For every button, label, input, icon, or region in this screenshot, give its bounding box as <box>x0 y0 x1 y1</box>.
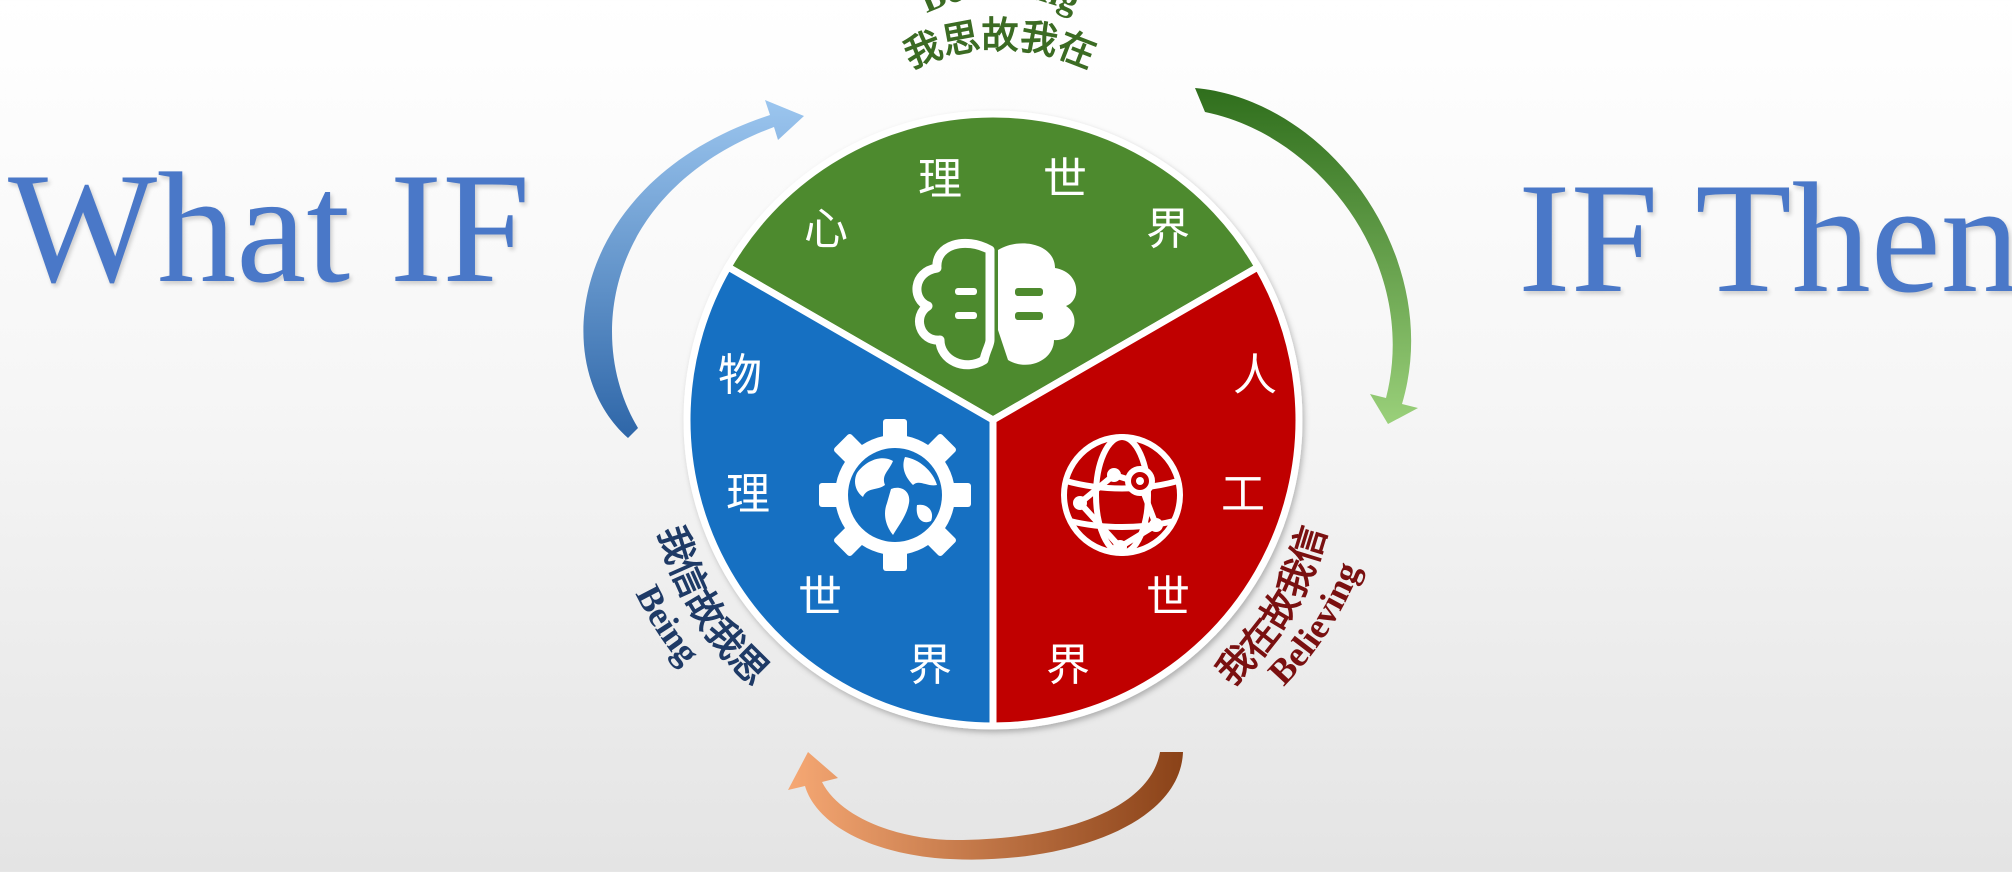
globe-gear-icon <box>819 419 971 571</box>
brain-icon <box>912 238 1077 370</box>
physical-char-3: 世 <box>798 572 842 623</box>
physical-char-2: 理 <box>726 469 770 520</box>
physical-world-label: 物 理 世 界 <box>718 350 952 691</box>
what-if-heading: What IF <box>8 141 531 316</box>
if-then-heading: IF Then <box>1518 151 2012 326</box>
network-globe-icon <box>1061 434 1183 556</box>
blue-cycle-arrow <box>583 100 804 438</box>
artificial-char-3: 世 <box>1146 572 1190 623</box>
artificial-char-2: 工 <box>1221 469 1265 520</box>
orange-cycle-arrow <box>788 752 1183 860</box>
green-cycle-arrow <box>1195 88 1418 424</box>
physical-char-4: 界 <box>908 640 952 691</box>
mental-char-4: 界 <box>1146 204 1190 255</box>
artificial-world-label: 人 工 世 界 <box>1046 350 1277 691</box>
artificial-char-4: 界 <box>1046 640 1090 691</box>
mental-char-2: 理 <box>918 154 962 205</box>
mental-char-3: 世 <box>1043 154 1087 205</box>
artificial-char-1: 人 <box>1233 350 1277 401</box>
physical-char-1: 物 <box>718 350 762 401</box>
becoming-label: Becoming 我思故我在 <box>898 0 1102 77</box>
becoming-zh: 我思故我在 <box>898 14 1102 77</box>
mental-char-1: 心 <box>804 204 848 255</box>
mental-world-label: 心 理 世 界 <box>804 154 1190 255</box>
